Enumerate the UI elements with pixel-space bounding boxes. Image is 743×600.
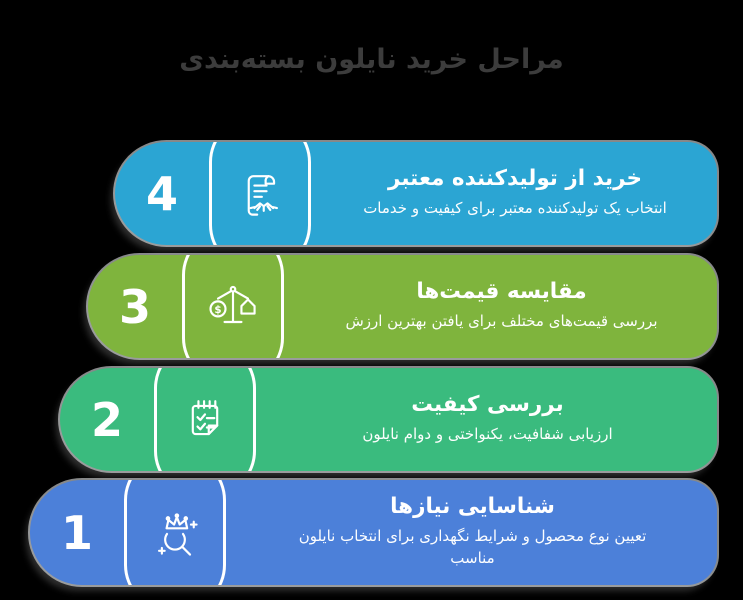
step-number-badge: 2 [90,392,123,447]
step-text: شناسایی نیازها تعیین نوع محصول و شرایط ن… [226,480,717,585]
step-title: بررسی کیفیت [411,391,564,417]
step-icon-panel: $ [182,255,284,358]
step-description: بررسی قیمت‌های مختلف برای یافتن بهترین ا… [345,311,658,330]
step-number-badge: 1 [60,505,93,560]
page-title: مراحل خرید نایلون بسته‌بندی [179,44,564,75]
step-row-1: 1 شناسایی نیازها تعیین نوع محصول و شرایط… [30,480,717,585]
quality-checklist-icon [191,399,219,435]
step-title: مقایسه قیمت‌ها [416,278,587,304]
step-text: بررسی کیفیت ارزیابی شفافیت، یکنواختی و د… [256,368,717,471]
needs-search-icon [157,512,198,556]
step-row-2: 2 بررسی کیفیت ارزیابی شفافیت، یکنواختی و… [60,368,717,471]
step-description: تعیین نوع محصول و شرایط نگهداری برای انت… [298,526,647,567]
step-text: مقایسه قیمت‌ها بررسی قیمت‌های مختلف برای… [284,255,717,358]
price-scales-icon: $ [209,285,256,323]
step-row-4: 4 خرید از تولیدکننده معتبر انتخاب یک تول… [115,142,717,245]
step-icon-panel [124,480,226,585]
step-title: خرید از تولیدکننده معتبر [388,165,642,191]
contract-handshake-icon [247,174,278,216]
step-description: ارزیابی شفافیت، یکنواختی و دوام نایلون [362,424,613,443]
step-row-3: 3 $ مقایسه قیمت‌ها بررسی قیمت‌های مختلف … [88,255,717,358]
step-icon-panel [209,142,311,245]
step-number-badge: 4 [145,166,178,221]
svg-text:$: $ [214,304,221,316]
step-title: شناسایی نیازها [390,493,555,519]
step-description: انتخاب یک تولیدکننده معتبر برای کیفیت و … [363,198,667,217]
step-icon-panel [154,368,256,471]
step-number-badge: 3 [118,279,151,334]
step-text: خرید از تولیدکننده معتبر انتخاب یک تولید… [311,142,717,245]
